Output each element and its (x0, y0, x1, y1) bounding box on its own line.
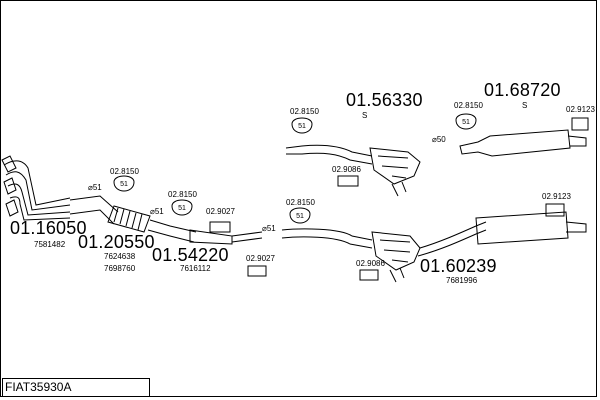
diameter-label: ⌀51 (262, 224, 276, 233)
clamp-code: 02.9123 (542, 192, 571, 201)
middle-pipe-lower (281, 228, 373, 249)
clamp-code: 02.9086 (356, 259, 385, 268)
part-code-01-54220: 01.54220 (152, 245, 229, 265)
part-code-01-20550: 01.20550 (78, 232, 155, 252)
part-ref: 7616112 (180, 264, 211, 273)
diagram-id: FIAT35930A (5, 380, 72, 394)
manifold-pipes (1, 155, 71, 221)
clamp-code: 02.9086 (332, 165, 361, 174)
rear-section-lower (417, 211, 587, 257)
middle-pipe-upper (285, 144, 373, 165)
diameter-label: ⌀51 (150, 207, 164, 216)
part-code-01-68720: 01.68720 (484, 80, 561, 100)
part-ref: 7624638 (104, 252, 136, 261)
part-ref: 7698760 (104, 264, 136, 273)
part-ref: 7581482 (34, 240, 66, 249)
hanger-code: 02.8150 (168, 190, 197, 199)
clamp-code: 02.9027 (246, 254, 275, 263)
rear-section-upper (459, 129, 587, 157)
part-variant: S (522, 101, 527, 110)
hanger-code: 02.8150 (290, 107, 319, 116)
part-code-01-16050: 01.16050 (10, 218, 87, 238)
middle-muffler-lower (371, 231, 421, 283)
clamp-code: 02.9027 (206, 207, 235, 216)
flex-pipe (107, 205, 151, 233)
part-ref: 7681996 (446, 276, 478, 285)
part-code-01-60239: 01.60239 (420, 256, 497, 276)
part-code-01-56330: 01.56330 (346, 90, 423, 110)
part-variant: S (362, 111, 367, 120)
clamp-shapes (209, 117, 589, 281)
hanger-symbol: 51 (296, 213, 304, 220)
hanger-code: 02.8150 (286, 198, 315, 207)
diagram-id-box (2, 378, 150, 397)
middle-muffler-upper (369, 147, 421, 197)
clamp-code: 02.9123 (566, 105, 595, 114)
hanger-symbol: 51 (120, 181, 128, 188)
diameter-label: ⌀51 (88, 183, 102, 192)
hanger-symbol: 51 (462, 119, 470, 126)
hanger-code: 02.8150 (110, 167, 139, 176)
diameter-label: ⌀50 (432, 135, 446, 144)
intermediate-pipe (147, 219, 263, 245)
hanger-symbol: 51 (298, 123, 306, 130)
hanger-rings (113, 113, 477, 224)
hanger-code: 02.8150 (454, 101, 483, 110)
hanger-symbol: 51 (178, 205, 186, 212)
